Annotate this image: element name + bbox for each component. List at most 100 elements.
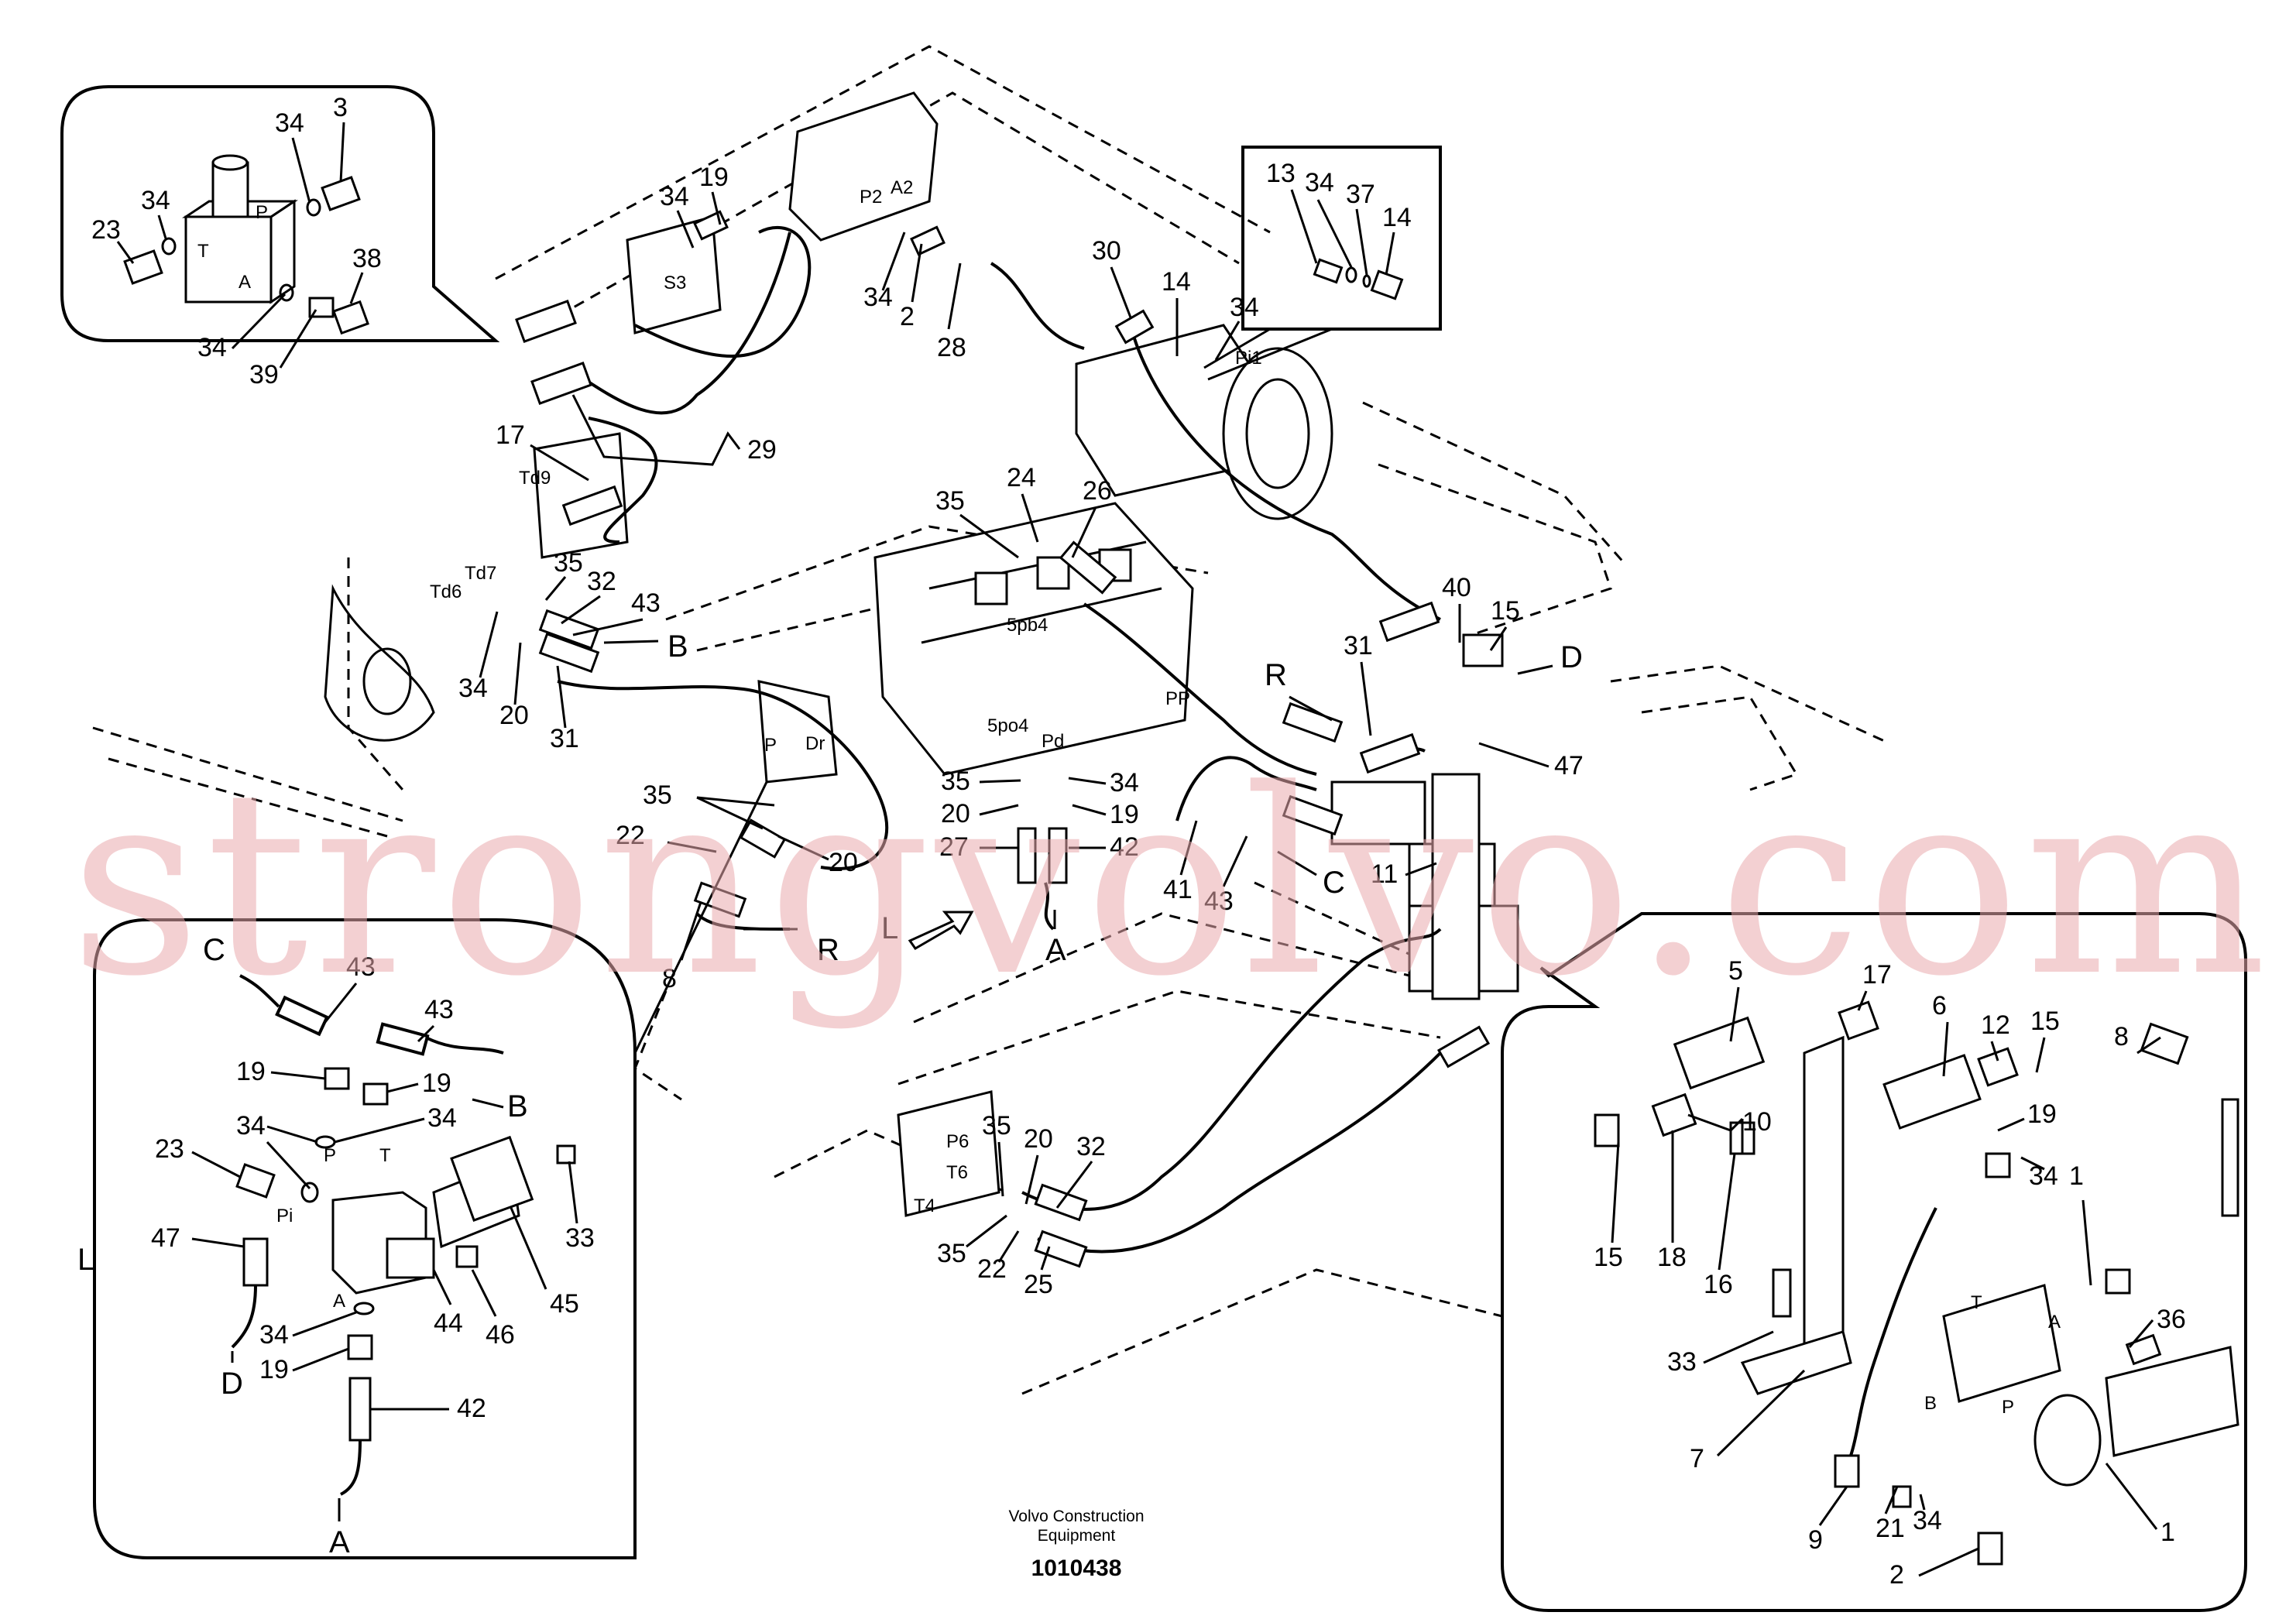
callout: 34 <box>863 283 893 312</box>
port-label: P2 <box>860 187 882 208</box>
callout: 34 <box>458 674 488 703</box>
callout: 8 <box>2114 1022 2129 1051</box>
callout: 34 <box>660 182 689 211</box>
callout: 44 <box>434 1309 463 1338</box>
callout: 15 <box>2030 1007 2060 1036</box>
callout: 15 <box>1491 596 1520 626</box>
callout: 42 <box>457 1394 486 1423</box>
port-label: B <box>1924 1393 1937 1414</box>
callout: 46 <box>486 1320 515 1350</box>
port-label: A <box>2048 1312 2061 1333</box>
callout: 31 <box>1344 631 1373 660</box>
callout: 17 <box>496 420 525 450</box>
callout: 20 <box>1024 1124 1053 1154</box>
callout: 43 <box>424 995 454 1024</box>
port-label: Td6 <box>430 581 462 602</box>
watermark: strongvolvo.com <box>70 735 2271 1032</box>
callout: 20 <box>499 701 529 730</box>
callout: 19 <box>1110 800 1139 829</box>
callout: 3 <box>333 93 348 122</box>
callout: 35 <box>935 486 965 516</box>
callout: 34 <box>1230 293 1259 322</box>
callout: 37 <box>1346 180 1375 209</box>
callout: 25 <box>1024 1270 1053 1299</box>
callouts-bottom-left: 43 43 19 19 34 34 23 47 33 44 45 46 34 1… <box>151 952 595 1423</box>
callout: 34 <box>1913 1506 1942 1535</box>
port-label: Pi1 <box>1235 348 1262 369</box>
port-label: A2 <box>891 177 913 198</box>
callout: 11 <box>1371 859 1398 889</box>
callout: 12 <box>1981 1010 2010 1040</box>
callout: 2 <box>1889 1560 1904 1590</box>
port-label: P <box>2002 1397 2014 1418</box>
callout: 28 <box>937 333 966 362</box>
port-label: A <box>239 272 251 293</box>
callout: 30 <box>1092 236 1121 266</box>
callout: 7 <box>1690 1444 1704 1473</box>
callout: 23 <box>91 215 121 245</box>
callout: 27 <box>939 832 969 862</box>
inset-label: L <box>77 1243 94 1277</box>
callout: 32 <box>587 567 616 596</box>
callout: 41 <box>1163 875 1193 904</box>
port-label: A <box>333 1291 345 1312</box>
callout: 14 <box>1382 203 1412 232</box>
callouts-bottom-right: 5 17 6 12 15 8 10 15 18 16 19 34 1 36 33… <box>1594 956 2186 1590</box>
callout: 8 <box>662 964 677 993</box>
callouts-top-left: 34 3 34 23 38 34 39 <box>91 93 382 389</box>
callout: 47 <box>151 1223 180 1253</box>
port-label: T <box>379 1145 391 1166</box>
company-line-1: Volvo Construction <box>1008 1508 1144 1525</box>
callout: 32 <box>1076 1132 1106 1161</box>
swing-motor <box>1075 324 1333 520</box>
inset-top-left <box>60 85 500 342</box>
port-label: Td9 <box>519 468 551 489</box>
arrow-label: A <box>1045 933 1066 967</box>
callout: 35 <box>643 780 672 810</box>
callout: 39 <box>249 360 279 389</box>
main-control-valve <box>873 502 1194 776</box>
arrow-label: L <box>881 911 898 945</box>
drawing-number: 1010438 <box>1031 1556 1122 1581</box>
port-label: T6 <box>946 1162 968 1183</box>
footer: Volvo Construction Equipment 1010438 <box>1008 1508 1144 1581</box>
callout: 24 <box>1007 463 1036 492</box>
company-line-2: Equipment <box>1038 1527 1116 1545</box>
callout: 21 <box>1876 1514 1905 1543</box>
callout: 10 <box>1742 1107 1772 1137</box>
inset-bottom-left <box>93 781 768 1559</box>
callout: 34 <box>197 333 227 362</box>
callout: 6 <box>1932 991 1947 1020</box>
callout: 9 <box>1808 1525 1823 1555</box>
port-label: PP <box>1165 688 1190 709</box>
upper-control-valve <box>533 91 939 559</box>
arrow-label: B <box>507 1089 528 1123</box>
callout: 34 <box>427 1103 457 1133</box>
callout: 33 <box>1667 1347 1697 1377</box>
callout: 35 <box>554 548 583 578</box>
callout: 40 <box>1442 573 1471 602</box>
port-label: P <box>324 1145 336 1166</box>
fittings <box>515 210 1504 1268</box>
port-label: T4 <box>914 1195 935 1216</box>
callouts-mid-left: 35 32 43 34 20 31 35 20 22 8 <box>458 548 858 993</box>
callout: 18 <box>1657 1243 1687 1272</box>
callout: 13 <box>1266 159 1296 188</box>
port-label: P6 <box>946 1131 969 1152</box>
callout: 5 <box>1728 956 1743 986</box>
hoses <box>557 226 1442 1254</box>
callout: 20 <box>941 799 970 828</box>
arrow-label: C <box>1323 866 1345 900</box>
callouts-center: 24 26 35 35 20 27 34 19 42 41 43 40 15 3… <box>935 463 1584 1299</box>
port-label: T <box>1971 1292 1982 1313</box>
callout: 47 <box>1554 751 1584 780</box>
arrow-label: D <box>1560 640 1583 674</box>
callout: 35 <box>937 1239 966 1268</box>
port-labels: P T A P2 A2 S3 Pi1 Td9 Td7 Td6 5pb4 PP 5… <box>197 177 2061 1418</box>
arrow-label: R <box>1265 658 1287 692</box>
callout: 33 <box>565 1223 595 1253</box>
arrow-label: C <box>203 933 225 967</box>
bracket-center <box>757 680 838 784</box>
callout: 23 <box>155 1134 184 1164</box>
